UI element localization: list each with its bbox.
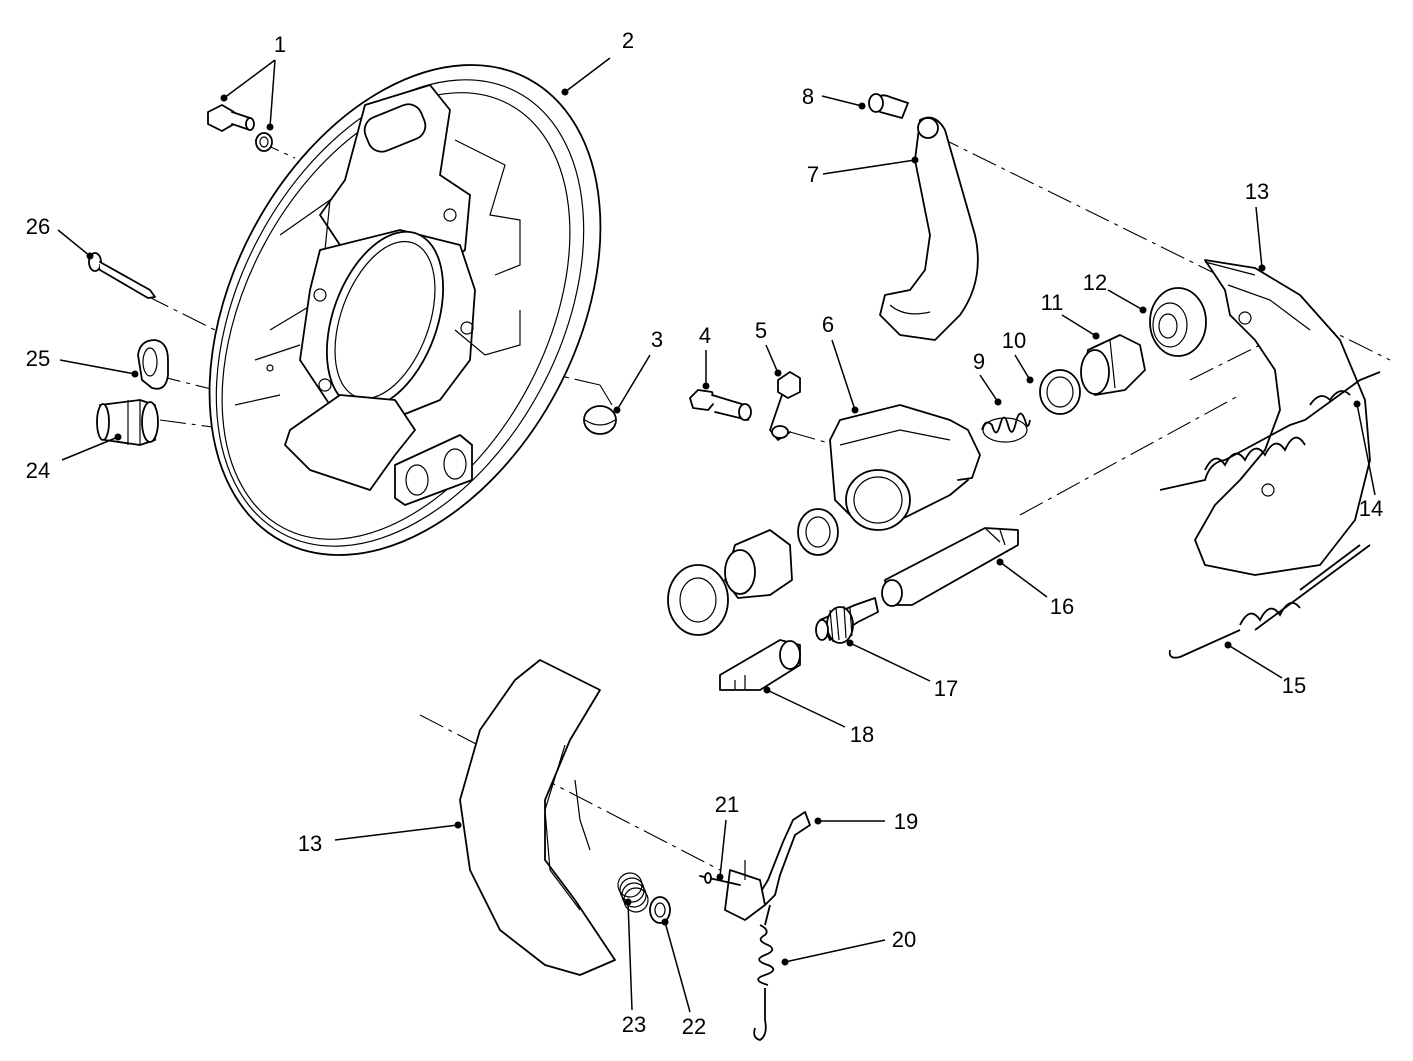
callout-13-lower: 13 — [298, 831, 322, 856]
callout-19: 19 — [894, 809, 918, 834]
callout-1: 1 — [274, 32, 286, 57]
callout-26: 26 — [26, 214, 50, 239]
adjuster-socket — [881, 527, 1019, 607]
piston-right — [1080, 334, 1146, 396]
bleeder-cap — [769, 371, 801, 441]
callout-12: 12 — [1083, 270, 1107, 295]
callout-4: 4 — [699, 323, 711, 348]
dust-boot-right — [1149, 287, 1207, 357]
callout-17: 17 — [934, 676, 958, 701]
backing-plate — [208, 64, 602, 556]
callout-23: 23 — [622, 1012, 646, 1037]
adjuster-spring — [753, 904, 775, 1041]
bleeder-screw — [689, 389, 752, 421]
left-cylinder-parts — [667, 508, 839, 636]
callout-18: 18 — [850, 722, 874, 747]
callout-24: 24 — [26, 458, 50, 483]
callout-16: 16 — [1050, 594, 1074, 619]
callout-11: 11 — [1041, 290, 1064, 315]
callout-labels: 1 2 3 4 5 6 7 8 9 10 11 12 13 13 14 15 1… — [26, 28, 1383, 1039]
access-plug — [137, 339, 169, 390]
callout-7: 7 — [807, 162, 819, 187]
adjuster-screw — [815, 597, 879, 644]
adjuster-lever — [724, 811, 811, 921]
brake-shoe-upper — [1194, 259, 1371, 576]
bolt-and-lockwasher — [207, 104, 273, 152]
callout-6: 6 — [822, 312, 834, 337]
adjuster-pivot-nut — [719, 639, 801, 691]
hold-down-spring — [617, 872, 649, 913]
callout-21: 21 — [715, 792, 739, 817]
callout-5: 5 — [755, 318, 767, 343]
callout-13-upper: 13 — [1245, 179, 1269, 204]
hold-down-pin — [88, 252, 156, 299]
callout-2: 2 — [622, 28, 634, 53]
callout-3: 3 — [651, 327, 663, 352]
leader-lines — [57, 57, 1376, 1013]
lever-pivot-pin — [868, 93, 909, 119]
callout-22: 22 — [682, 1014, 706, 1039]
callout-9: 9 — [973, 349, 985, 374]
parking-brake-lever — [879, 116, 979, 341]
return-spring-lower — [1168, 544, 1371, 659]
dust-cap — [583, 405, 617, 435]
callout-10: 10 — [1002, 328, 1026, 353]
callout-14: 14 — [1359, 496, 1383, 521]
spring-retainer — [649, 896, 671, 924]
piston-cup-right — [1039, 369, 1081, 415]
wheel-cylinder-body — [829, 404, 981, 531]
grommet — [96, 399, 159, 446]
callout-8: 8 — [802, 84, 814, 109]
return-spring-upper — [1159, 371, 1381, 491]
callout-25: 25 — [26, 346, 50, 371]
cylinder-spring — [981, 412, 1031, 443]
brake-shoe-lower — [459, 659, 616, 976]
callout-15: 15 — [1282, 673, 1306, 698]
callout-20: 20 — [892, 927, 916, 952]
